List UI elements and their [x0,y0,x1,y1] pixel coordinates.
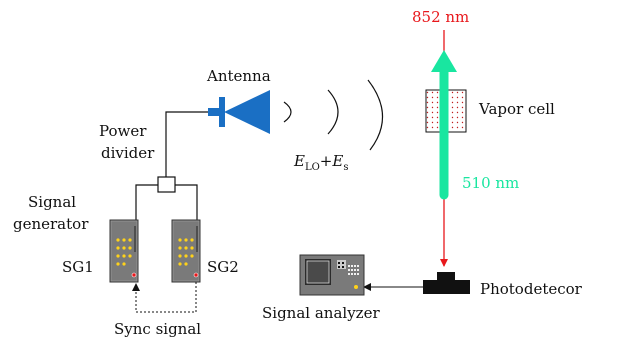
photodetector-icon [423,272,470,294]
antenna-horn [224,90,270,134]
label-vapor-cell: Vapor cell [478,100,555,118]
sg2-body [171,219,201,283]
label-wavelength-852: 852 nm [412,8,469,26]
sg1-indicator-lights [116,238,132,266]
analyzer-input-port [354,285,358,289]
label-signal: Signal [28,193,76,211]
label-generator: generator [13,215,89,233]
label-sg1: SG1 [62,258,94,276]
signal-generator-sg2 [171,219,201,283]
label-sync-signal: Sync signal [114,320,201,338]
signal-analyzer-icon [299,254,365,296]
coupling-beam-510 [431,50,457,200]
sg1-sync-port [131,272,137,278]
label-antenna: Antenna [206,67,271,85]
label-wavelength-510: 510 nm [462,174,519,192]
analyzer-keypad [348,265,359,275]
rf-cables [135,111,208,220]
horn-antenna-icon [208,90,270,134]
cable-sg2-to-divider [175,184,198,220]
sg2-sync-port [193,272,199,278]
wavefront-1 [283,101,292,123]
sync-signal-line [132,282,197,313]
signal-generator-sg1 [109,219,139,283]
label-sg2: SG2 [207,258,239,276]
wavefront-2 [327,89,339,135]
label-photodetector: Photodetecor [480,280,583,298]
wavefront-3 [367,79,384,151]
antenna-feed [219,97,225,127]
sg2-indicator-lights [178,238,194,266]
cable-divider-to-antenna [165,111,208,177]
cable-sg1-to-divider [135,184,158,220]
coupling-beam-arrowhead [431,50,457,72]
label-power: Power [99,122,147,140]
wavefronts [283,79,384,151]
sg1-body [109,219,139,283]
label-field-expression: ELO+Es [293,152,348,173]
power-divider-box [157,176,176,193]
label-signal-analyzer: Signal analyzer [262,304,380,322]
label-divider: divider [101,144,155,162]
